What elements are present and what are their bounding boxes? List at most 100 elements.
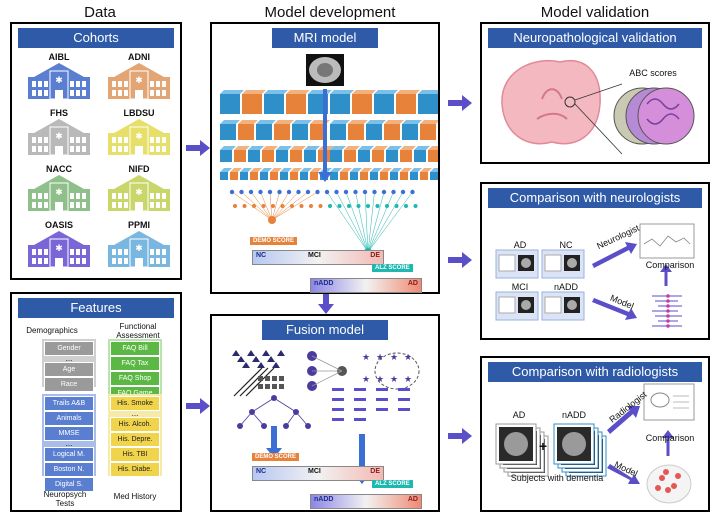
radio-ad-label: AD [512, 410, 526, 420]
mri-cnn-cubes [220, 90, 438, 180]
feature-gender: Gender [44, 341, 94, 356]
mri-de-label: DE [370, 252, 380, 259]
svg-text:✱: ✱ [135, 188, 143, 198]
feature-age: Age [44, 362, 94, 377]
cohort-building-icon: ✱ [108, 175, 170, 211]
mri-model-title: MRI model [272, 28, 378, 48]
cohort-building-icon: ✱ [28, 175, 90, 211]
feature-animals: Animals [44, 411, 94, 426]
radiologists-panel: Comparison with radiologists AD nADD + S… [480, 356, 710, 512]
svg-text:★: ★ [404, 375, 412, 385]
radio-model-arrow [607, 464, 640, 484]
radiologist-arrow [607, 406, 640, 434]
arrow-to-neurologists [448, 252, 472, 268]
demographics-label: Demographics [26, 326, 78, 335]
svg-text:✱: ✱ [55, 244, 63, 254]
feature-digital-s-: Digital S. [44, 477, 94, 492]
feature-faq-bill: FAQ Bill [110, 341, 160, 356]
fusion-alz-gradient-bar: nADD AD [310, 494, 422, 509]
feature-boston-n-: Boston N. [44, 462, 94, 477]
cohort-building-icon: ✱ [28, 63, 90, 99]
feature-ellipsis: ... [65, 439, 73, 448]
feature-his-tbi: His. TBI [110, 447, 160, 462]
cohorts-panel: Cohorts AIBL✱ADNI✱FHS✱LBDSU✱NACC✱NIFD✱OA… [10, 22, 182, 280]
neuro-nc-label: NC [559, 240, 573, 250]
mri-demo-gradient-bar: NC MCI DE [252, 250, 384, 265]
data-column-title: Data [84, 4, 116, 21]
svg-text:✱: ✱ [55, 188, 63, 198]
arrow-to-neuropath [448, 95, 472, 111]
radio-nadd-label: nADD [561, 410, 586, 420]
subjects-with-dementia-label: Subjects with dementia [510, 473, 604, 483]
feature-logical-m-: Logical M. [44, 447, 94, 462]
feature-his-depre-: His. Depre. [110, 432, 160, 447]
neurologist-arrow [592, 242, 637, 268]
fusion-ml-icons: ★★★★★★★★ [232, 350, 420, 429]
med-history-label: Med History [113, 492, 157, 501]
feature-mmse: MMSE [44, 426, 94, 441]
feature-trails-a-b: Trails A&B [44, 396, 94, 411]
brain-heatmap-icon [646, 464, 692, 504]
feature-faq-shop: FAQ Shop [110, 371, 160, 386]
cohorts-title: Cohorts [18, 28, 174, 48]
neuropsych-label: Neuropsych Tests [43, 490, 87, 508]
feature-ellipsis: ... [65, 354, 73, 363]
svg-text:✱: ✱ [135, 132, 143, 142]
neuro-mci-label: MCI [511, 282, 529, 292]
mri-alz-score-tag: ALZ SCORE [372, 264, 413, 272]
fusion-alz-score-tag: ALZ SCORE [372, 480, 413, 488]
radiologists-graphic [495, 383, 695, 504]
neurologists-graphic [495, 223, 695, 328]
fusion-de-label: DE [370, 468, 380, 475]
feature-race: Race [44, 377, 94, 392]
svg-text:✱: ✱ [55, 76, 63, 86]
radiologists-title: Comparison with radiologists [488, 362, 702, 382]
brain-coronal-icon [501, 59, 601, 145]
features-panel: Features Demographics Functional Assessm… [10, 292, 182, 512]
svg-text:✱: ✱ [135, 76, 143, 86]
svg-text:✱: ✱ [135, 244, 143, 254]
cohort-building-icon: ✱ [108, 63, 170, 99]
medhistory-box: His. Smoke...His. Alcoh.His. Depre.His. … [108, 394, 162, 477]
svg-text:★: ★ [362, 375, 370, 385]
neuro-nadd-label: nADD [553, 282, 578, 292]
mri-nadd-label: nADD [314, 280, 334, 287]
features-title: Features [18, 298, 174, 318]
case-cards [495, 249, 585, 321]
neuropath-graphic [501, 59, 695, 155]
fusion-demo-gradient-bar: NC MCI DE [252, 466, 384, 481]
fusion-mci-label: MCI [308, 468, 321, 475]
svg-text:★: ★ [390, 375, 398, 385]
cohort-building-icon: ✱ [28, 231, 90, 267]
mri-neural-nodes [229, 189, 418, 253]
abc-scores-label: ABC scores [629, 68, 677, 78]
brain-heatmap-spots [655, 469, 681, 493]
fusion-ad-label: AD [407, 496, 418, 503]
mri-mci-label: MCI [308, 252, 321, 259]
fusion-nc-label: NC [256, 468, 267, 475]
mri-image-stacks [495, 423, 607, 477]
cohort-name-ppmi: PPMI [127, 220, 150, 230]
model-development-column-title: Model development [264, 4, 396, 21]
demo-output-node [268, 216, 276, 224]
cohort-name-lbdsu: LBDSU [123, 108, 155, 118]
cohort-building-icon: ✱ [108, 119, 170, 155]
neuropath-title: Neuropathological validation [488, 28, 702, 48]
mri-model-panel: MRI model DEMO SCORE NC MCI DE ALZ SCORE… [210, 22, 440, 294]
fusion-model-panel: Fusion model ★★★★★★★★ DEMO SCORE NC MCI … [210, 314, 440, 512]
arrow-features-to-fusion [186, 398, 210, 414]
svg-text:★: ★ [404, 353, 412, 363]
mri-network-graphic [220, 54, 438, 256]
cohort-name-adni: ADNI [128, 52, 150, 62]
mri-demo-score-tag: DEMO SCORE [250, 237, 298, 245]
mri-alz-gradient-bar: nADD AD [310, 278, 422, 293]
svg-text:★: ★ [390, 353, 398, 363]
feature-his-smoke: His. Smoke [110, 396, 160, 411]
plus-sign: + [538, 438, 548, 454]
cohort-building-icon: ✱ [108, 231, 170, 267]
cohort-name-aibl: AIBL [48, 52, 70, 62]
feature-his-diabe-: His. Diabe. [110, 462, 160, 477]
cohort-name-oasis: OASIS [44, 220, 73, 230]
